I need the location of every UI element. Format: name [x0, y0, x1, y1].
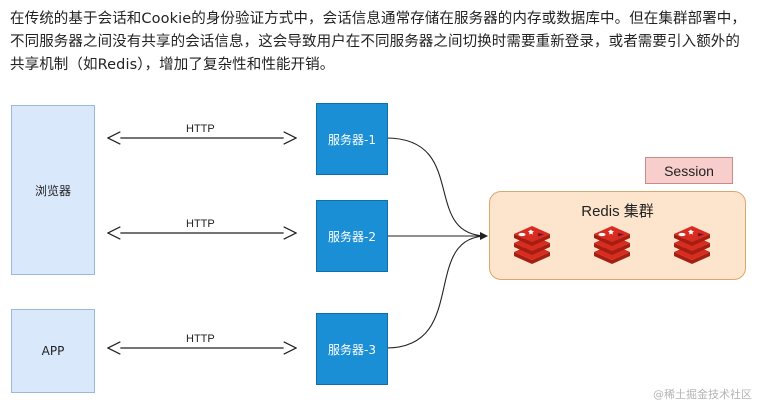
watermark: @稀土掘金技术社区 — [653, 388, 752, 401]
client-app: APP — [11, 309, 95, 393]
redis-logo-icon — [672, 226, 712, 264]
client-browser: 浏览器 — [11, 105, 95, 275]
redis-logo-icon — [512, 226, 552, 264]
redis-logo-icon — [592, 226, 632, 264]
http-label-2: HTTP — [186, 218, 215, 230]
http-label-3: HTTP — [186, 333, 215, 345]
server1-to-redis — [385, 137, 488, 240]
server3-to-redis — [385, 232, 488, 349]
server-3: 服务器-3 — [316, 313, 388, 385]
intro-paragraph: 在传统的基于会话和Cookie的身份验证方式中，会话信息通常存储在服务器的内存或… — [10, 11, 747, 73]
server-1: 服务器-1 — [316, 103, 388, 175]
redis-cluster-title: Redis 集群 — [581, 203, 654, 220]
session-label: Session — [645, 157, 733, 184]
http-label-1: HTTP — [186, 123, 215, 135]
server-2: 服务器-2 — [316, 200, 388, 272]
